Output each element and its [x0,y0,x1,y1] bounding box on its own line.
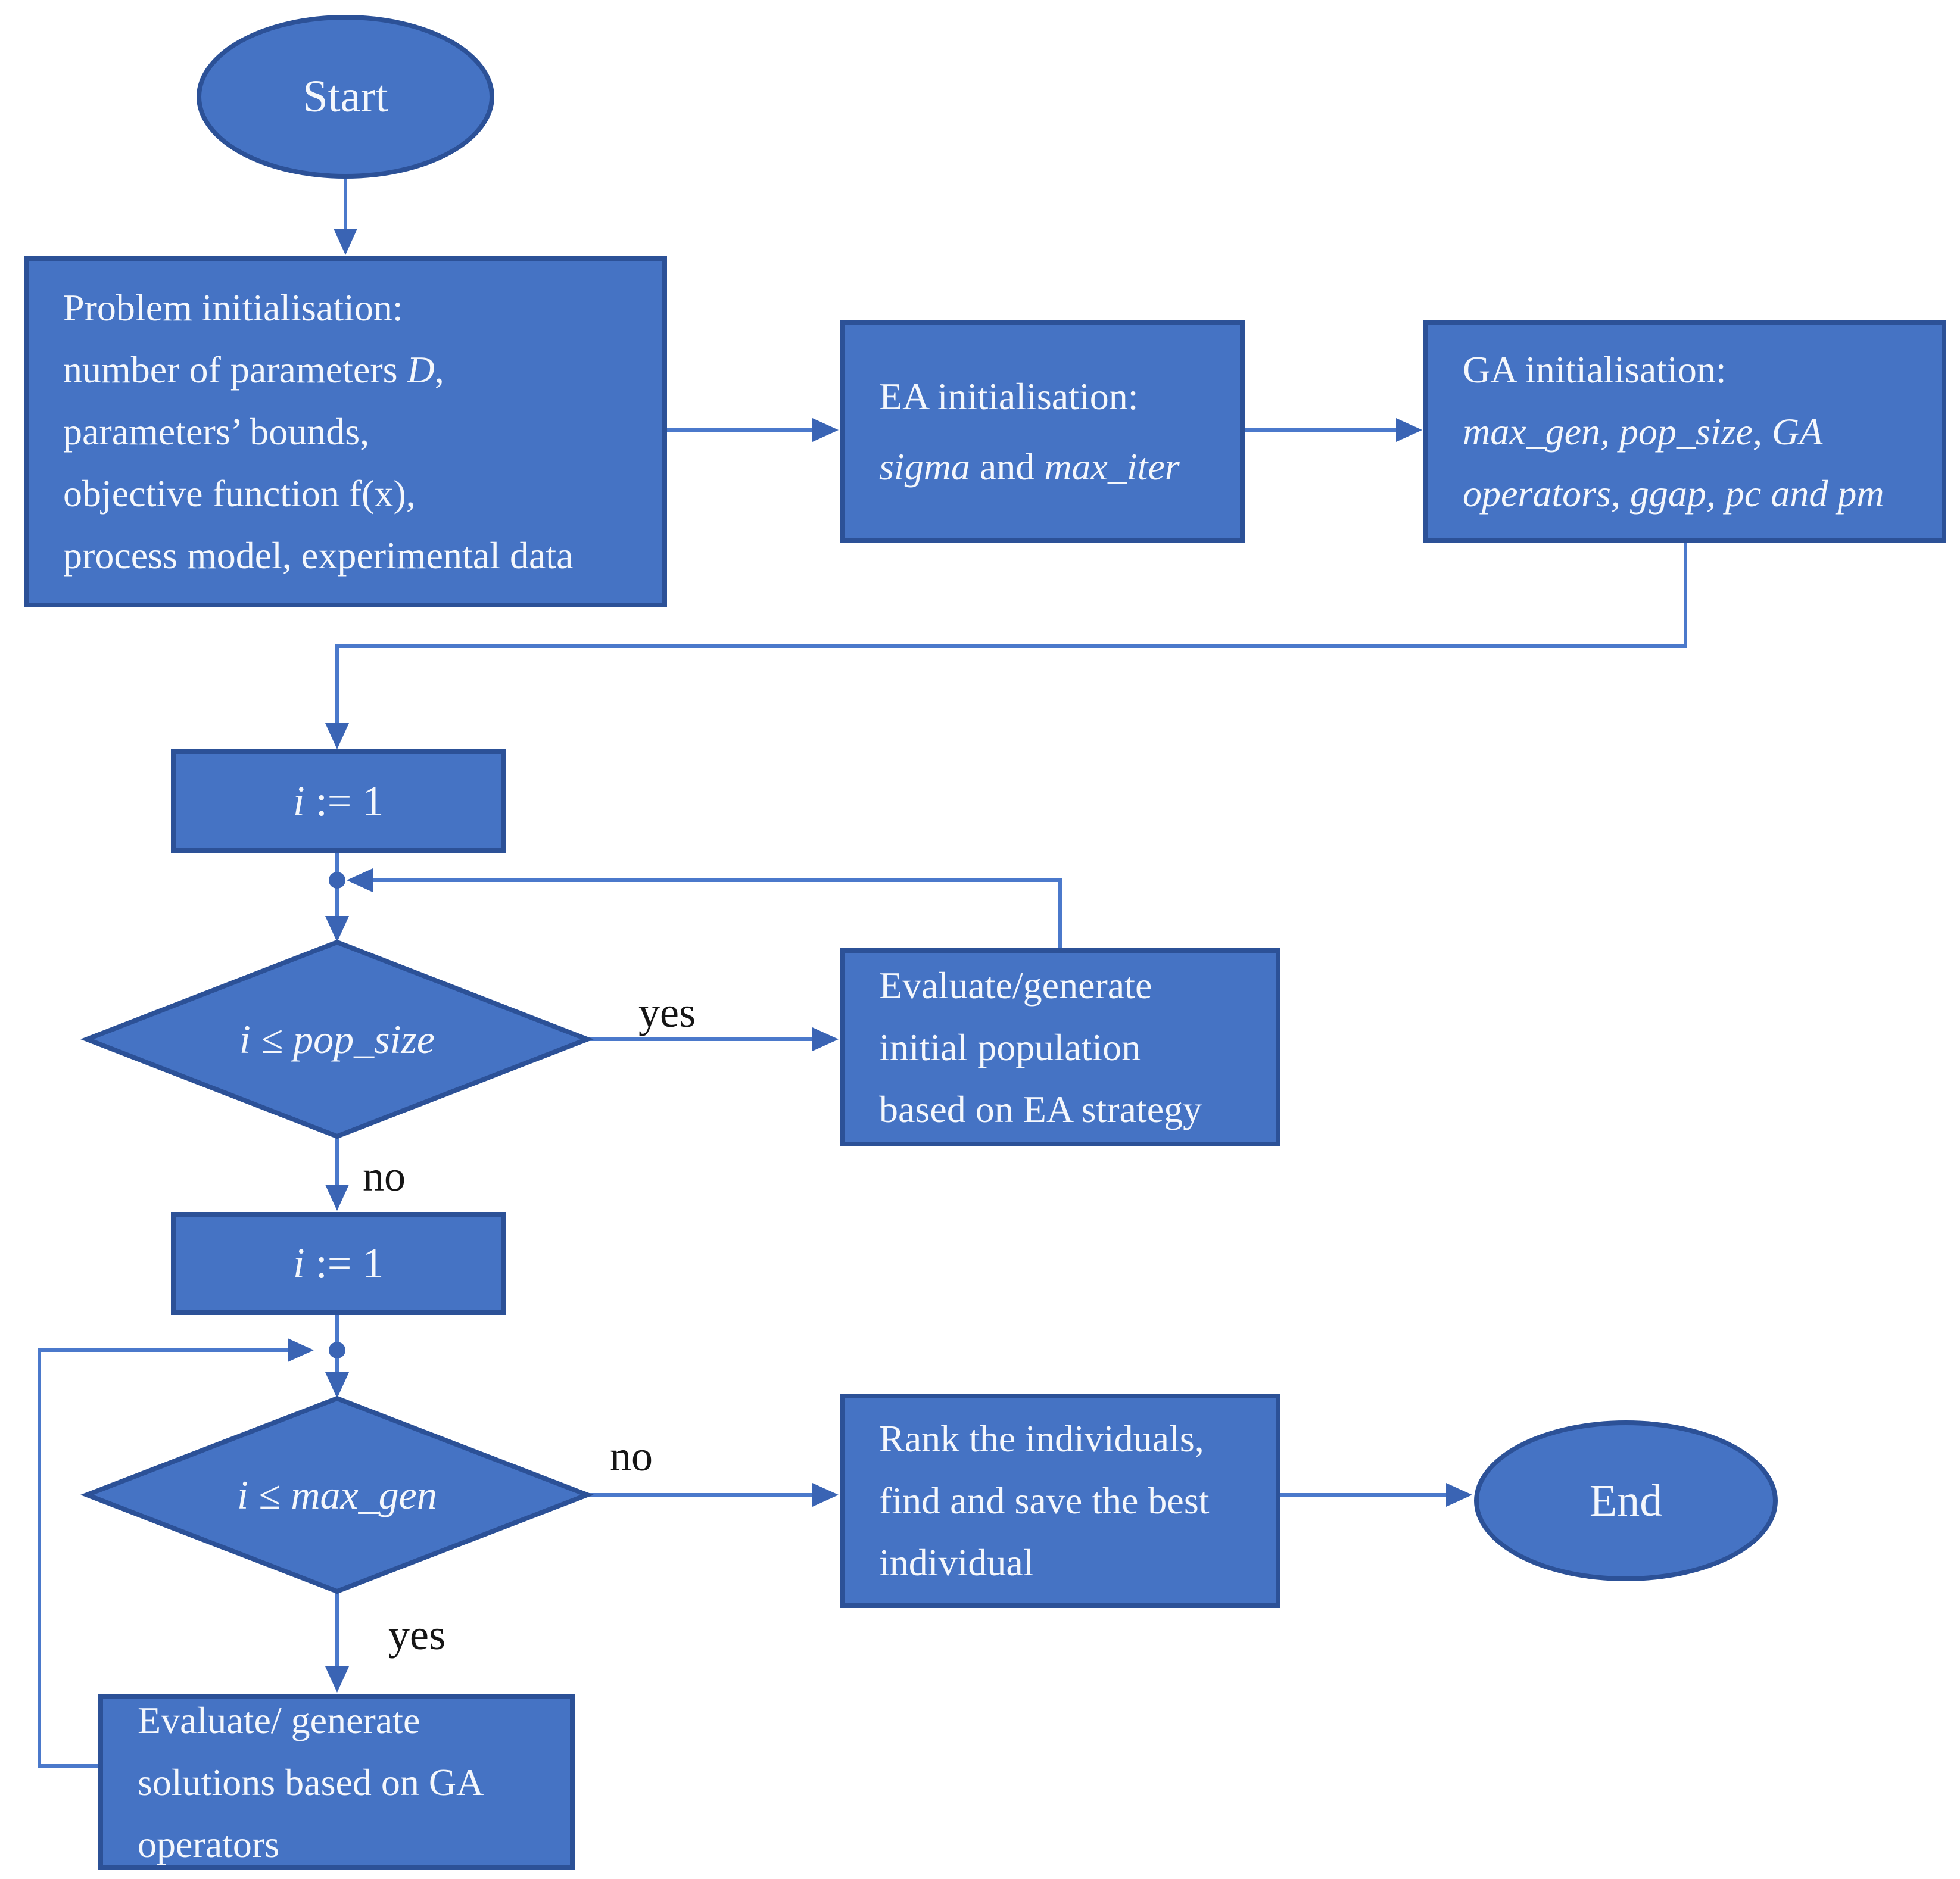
arrowhead-into-rank [812,1483,839,1507]
connector-ga-to-set-i-first [335,543,1687,723]
junction-dot-1 [329,872,345,889]
end-terminator: End [1474,1420,1778,1581]
ga-init-line: operators, ggap, pc and pm [1463,472,1884,515]
arrowhead-into-pop-decision [325,916,349,942]
arrowhead-into-set-i-second [325,1185,349,1211]
max-gen-decision: i ≤ max_gen [87,1398,587,1591]
arrowhead-into-ga-operators [325,1666,349,1693]
rank-individuals-line: Rank the individuals, [879,1417,1204,1460]
eval-initial-population-process: Evaluate/generate initial population bas… [840,948,1280,1146]
connector-eval-init-feedback [373,878,1062,948]
pop-size-decision-label: i ≤ pop_size [239,1016,435,1062]
set-i-1-second-process: i := 1 [171,1212,506,1315]
arrowhead-into-set-i-first [325,723,349,749]
ga-operators-line: solutions based on GA [138,1760,484,1803]
arrowhead-into-end [1446,1483,1472,1507]
arrowhead-into-ea [812,418,839,442]
start-label: Start [303,71,388,121]
no-label-max-gen: no [610,1432,653,1480]
arrowhead-feedback-into-junction-1 [347,868,373,892]
pop-size-decision: i ≤ pop_size [87,942,587,1136]
no-label-pop-size: no [363,1152,406,1200]
pop-size-decision-shape [80,939,594,1139]
junction-dot-2 [329,1342,345,1358]
ga-operators-line: operators [138,1822,280,1865]
rank-individuals-line: individual [879,1541,1034,1584]
yes-label-max-gen: yes [388,1610,445,1659]
arrowhead-into-ga [1396,418,1422,442]
ga-init-process: GA initialisation: max_gen, pop_size, GA… [1423,320,1946,543]
ea-init-process: EA initialisation: sigma and max_iter [840,320,1245,543]
eval-initial-population-line: based on EA strategy [879,1087,1202,1130]
problem-init-process: Problem initialisation: number of parame… [24,256,667,607]
ga-operators-line: Evaluate/ generate [138,1699,420,1741]
arrowhead-feedback-into-junction-2 [288,1338,314,1362]
ea-init-line: sigma and max_iter [879,445,1180,488]
yes-label-pop-size: yes [638,988,696,1036]
problem-init-line: process model, experimental data [63,534,574,577]
set-i-1-first-process: i := 1 [171,749,506,853]
max-gen-decision-shape [80,1395,594,1594]
connector-ga-operators-feedback [38,1348,288,1768]
ea-init-line: EA initialisation: [879,375,1139,417]
rank-individuals-line: find and save the best [879,1479,1210,1522]
rank-individuals-process: Rank the individuals, find and save the … [840,1394,1280,1608]
set-i-1-first-label: i := 1 [292,777,384,825]
ga-init-line: GA initialisation: [1463,348,1727,391]
ga-init-line: max_gen, pop_size, GA [1463,410,1823,453]
arrowhead-into-eval-init [812,1027,839,1051]
problem-init-line: number of parameters D, [63,348,444,391]
ga-operators-process: Evaluate/ generate solutions based on GA… [98,1694,575,1870]
max-gen-decision-label: i ≤ max_gen [237,1472,437,1517]
arrowhead-into-max-gen-decision [325,1372,349,1398]
arrowhead-into-problem [334,229,357,255]
set-i-1-second-label: i := 1 [292,1239,384,1287]
start-terminator: Start [197,15,494,179]
problem-init-line: Problem initialisation: [63,286,403,329]
eval-initial-population-line: initial population [879,1026,1141,1068]
problem-init-line: objective function f(x), [63,472,416,515]
end-label: End [1589,1475,1663,1526]
eval-initial-population-line: Evaluate/generate [879,964,1152,1007]
problem-init-line: parameters’ bounds, [63,410,370,453]
